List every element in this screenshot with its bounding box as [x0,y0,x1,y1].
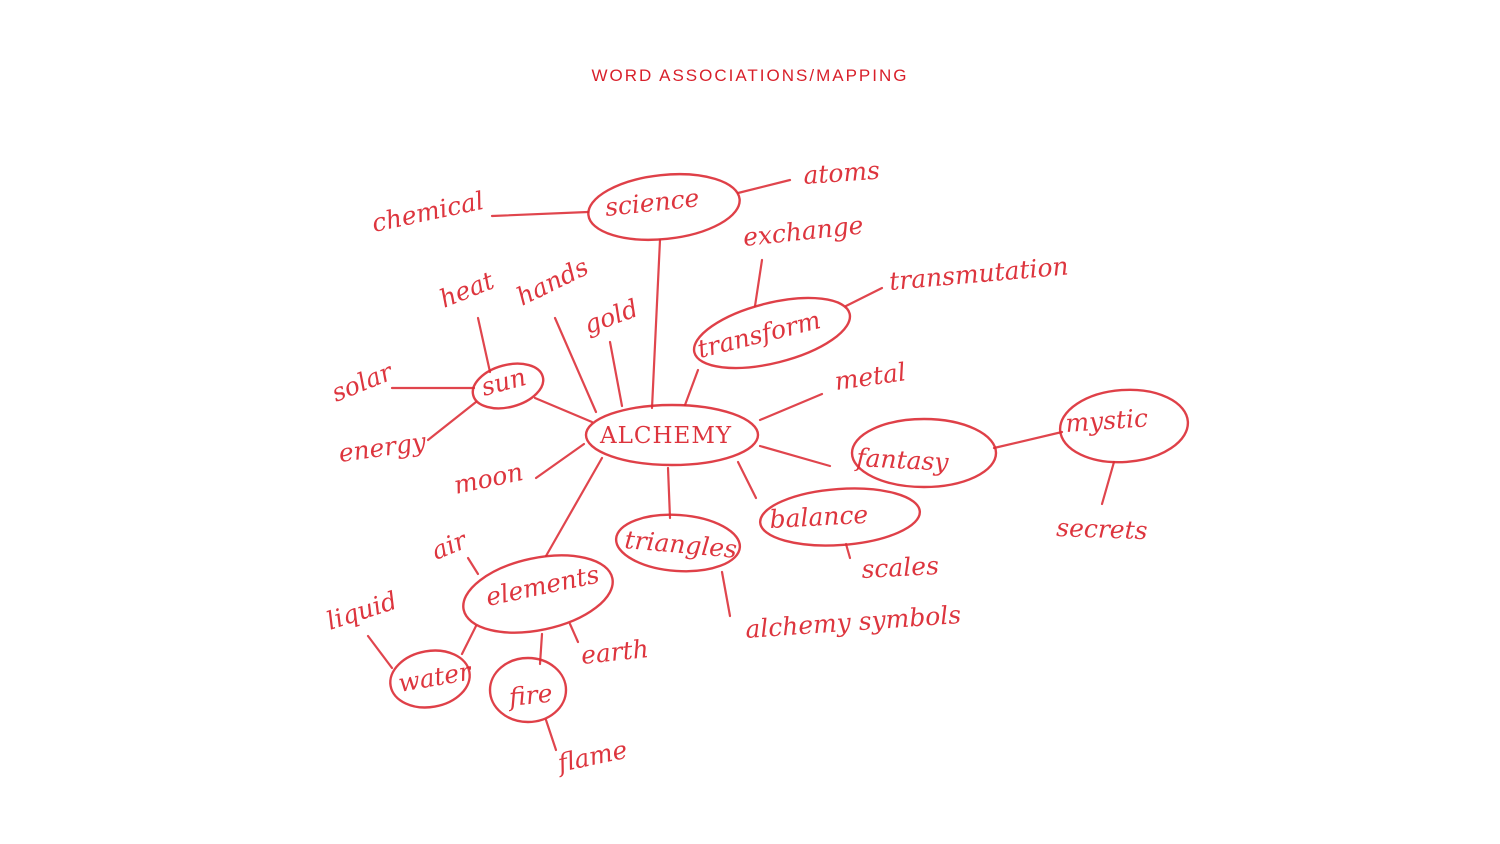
flame-label: flame [553,735,630,778]
balance-oval [758,487,922,547]
edge-fire-flame [544,718,558,752]
edge-alchemy-elements [544,456,604,558]
fire-oval [488,656,568,724]
edge-elements-air [466,556,480,576]
science-oval [587,172,741,242]
edge-fantasy-mystic [992,430,1064,450]
edge-mystic-secrets [1100,460,1116,506]
page-title: WORD ASSOCIATIONS/MAPPING [591,66,909,85]
mystic-oval [1058,388,1190,464]
hands-label: hands [512,252,593,311]
sun-oval [471,362,545,410]
moon-label: moon [451,457,525,500]
energy-label: energy [337,427,429,468]
science-label: science [604,183,701,222]
edge-balance-scales [844,542,852,560]
metal-label: metal [833,357,908,396]
chemical-label: chemical [369,186,486,238]
edge-alchemy-balance [736,460,758,500]
edge-sun-energy [426,400,478,442]
edge-science-chemical [490,210,590,218]
edge-triangles-symbols [720,570,732,618]
alchemy-oval [584,403,760,467]
edge-alchemy-sun [533,396,594,424]
secrets-label: secrets [1056,513,1148,545]
sun-label: sun [478,362,529,402]
liquid-label: liquid [323,586,401,636]
edge-alchemy-moon [534,442,586,480]
edge-transform-exchange [753,258,764,308]
balance-label: balance [769,500,869,534]
transform-oval [692,296,852,370]
air-label: air [427,525,472,566]
mystic-label: mystic [1064,403,1149,438]
water-oval [389,649,471,709]
edge-sun-heat [476,316,492,374]
alchemy-label: ALCHEMY [599,423,732,449]
edge-elements-earth [568,622,580,644]
triangles-oval [614,513,742,573]
fantasy-label: fantasy [854,443,950,477]
edge-alchemy-hands [553,316,598,414]
triangles-label: triangles [623,525,738,564]
exchange-label: exchange [742,210,865,251]
transmutation-label: transmutation [888,251,1070,296]
earth-label: earth [580,634,650,670]
connection-lines [366,178,1116,752]
edge-alchemy-fantasy [758,444,832,468]
edge-science-atoms [736,178,792,195]
gold-label: gold [580,294,642,340]
edge-alchemy-transform [683,368,700,407]
edge-water-liquid [366,634,394,670]
edge-transform-transmutation [844,286,884,308]
fire-label: fire [506,679,554,713]
edge-alchemy-triangles [666,466,672,520]
word-labels: ALCHEMY science chemical atoms exchange … [323,156,1149,779]
atoms-label: atoms [802,156,880,190]
scales-label: scales [861,551,940,584]
elements-oval [462,554,614,634]
edge-alchemy-science [650,238,662,410]
edge-alchemy-gold [608,340,624,408]
solar-label: solar [327,356,398,407]
alchemy-symbols-label: alchemy symbols [744,600,962,644]
edge-alchemy-metal [758,392,824,422]
heat-label: heat [435,265,499,313]
edge-elements-water [460,624,478,656]
fantasy-oval [850,417,998,489]
node-ovals [389,172,1190,724]
